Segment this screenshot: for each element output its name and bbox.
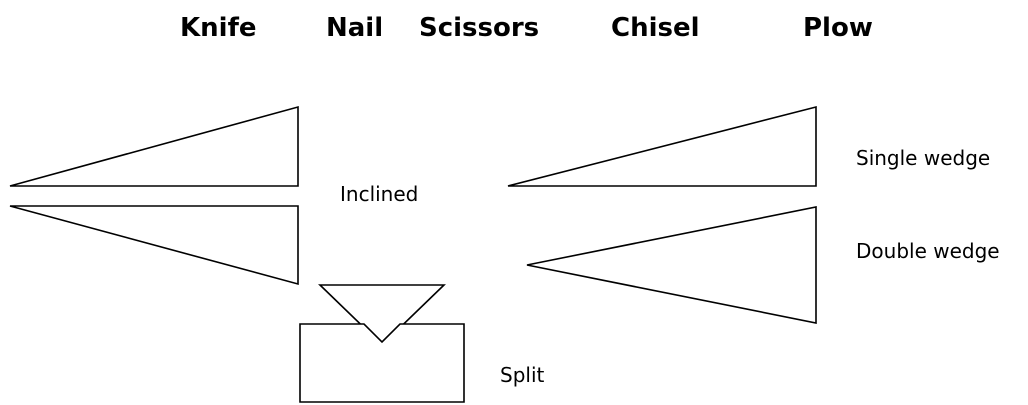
label-double-wedge: Double wedge (856, 239, 1000, 263)
chisel-single-wedge (507, 105, 817, 187)
knife-lower-wedge (9, 205, 299, 286)
label-split: Split (500, 363, 545, 387)
tool-title-nail: Nail (326, 13, 384, 43)
label-single-wedge: Single wedge (856, 146, 991, 170)
tool-title-knife: Knife (180, 13, 257, 43)
nail-split-wedge (318, 284, 446, 347)
plow-double-wedge (526, 206, 817, 324)
split-block (299, 323, 465, 403)
tool-title-chisel: Chisel (611, 13, 700, 43)
tool-title-plow: Plow (803, 13, 873, 43)
label-inclined: Inclined (340, 182, 419, 206)
tool-title-scissors: Scissors (419, 13, 540, 43)
knife-upper-wedge (9, 105, 299, 187)
